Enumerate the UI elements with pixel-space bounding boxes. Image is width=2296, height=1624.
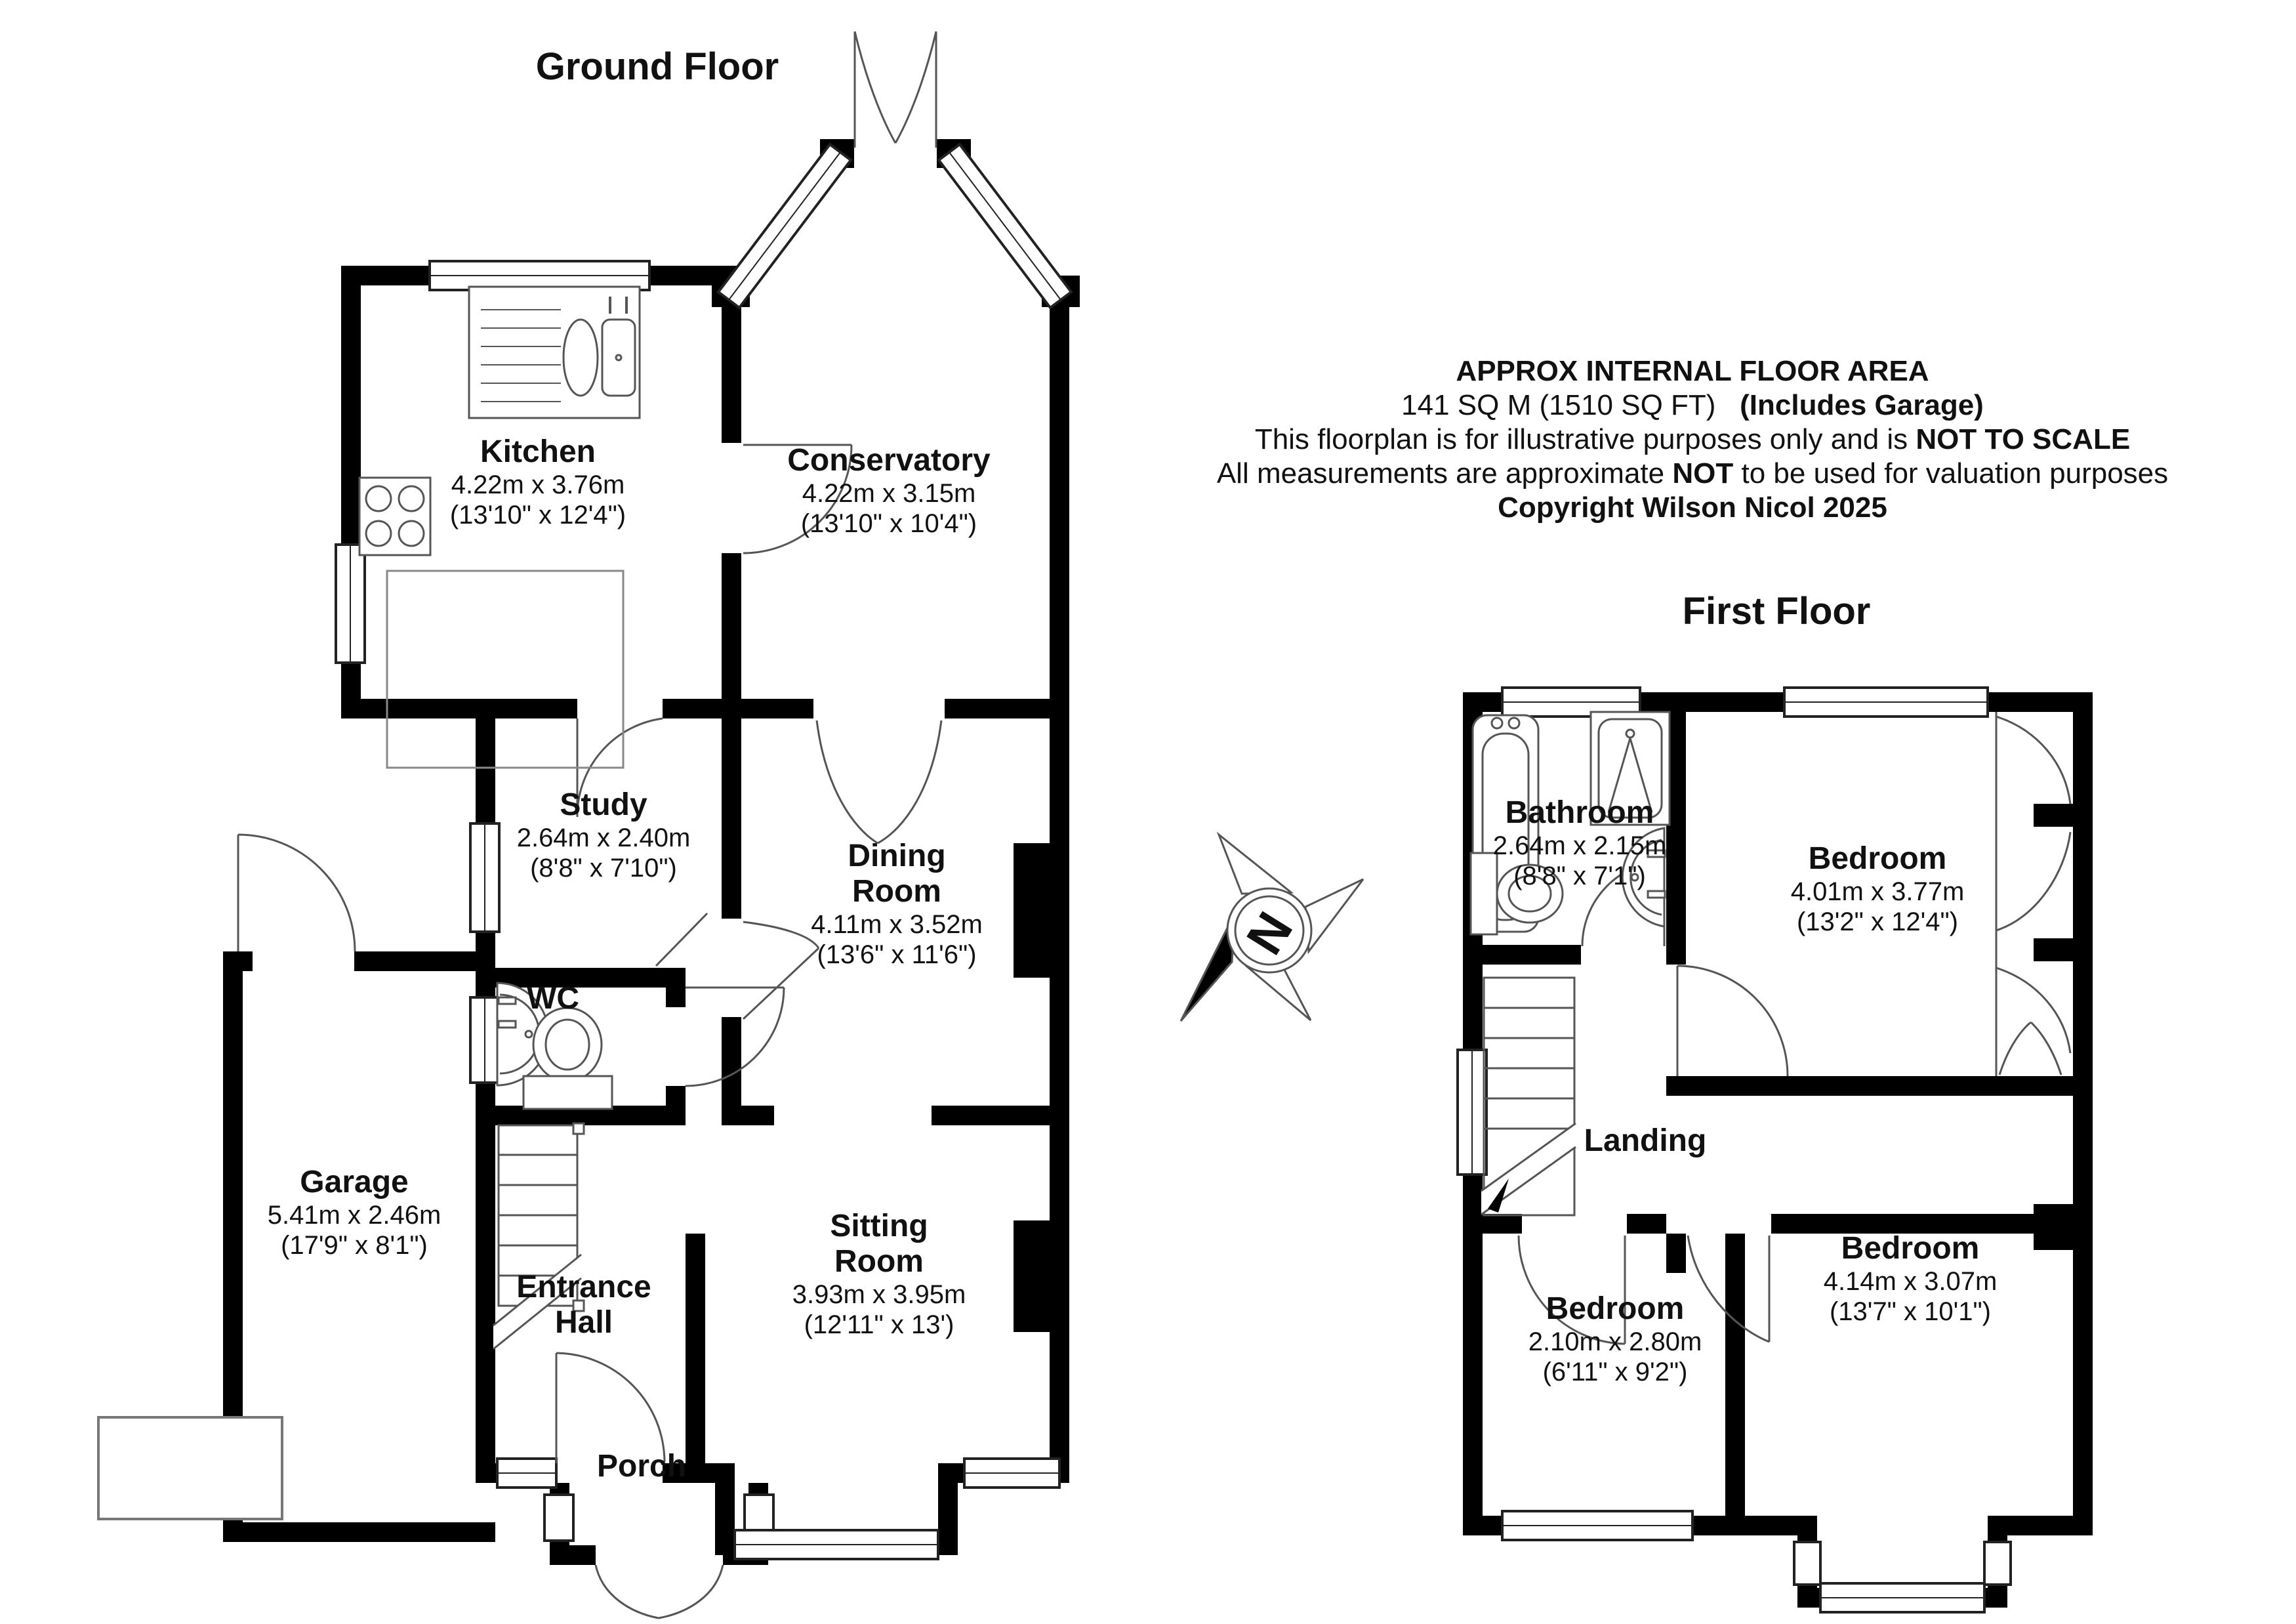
garage-door — [97, 1416, 283, 1520]
room-label-wc: WC — [527, 981, 579, 1016]
disclaimer-line-3: This floorplan is for illustrative purpo… — [1254, 423, 2131, 455]
kitchen-table — [386, 570, 625, 769]
room-label-bedroom-main: Bedroom 4.01m x 3.77m (13'2" x 12'4") — [1790, 841, 1965, 936]
wc-toilet — [522, 1007, 613, 1110]
room-label-dining: Dining Room 4.11m x 3.52m (13'6" x 11'6"… — [811, 839, 983, 969]
room-label-bedroom-small: Bedroom 2.10m x 2.80m (6'11" x 9'2") — [1528, 1291, 1702, 1386]
room-label-study: Study 2.64m x 2.40m (8'8" x 7'10") — [516, 787, 691, 883]
first-floor-title: First Floor — [1682, 590, 1871, 633]
room-label-entrance-hall: Entrance Hall — [516, 1270, 651, 1340]
includes-garage-note: (Includes Garage) — [1740, 389, 1984, 421]
bathroom-toilet — [1469, 852, 1564, 936]
floor-area-value: 141 SQ M (1510 SQ FT) — [1401, 389, 1716, 421]
copyright-line: Copyright Wilson Nicol 2025 — [1498, 491, 1887, 524]
first-floor-walls — [1463, 692, 2093, 1608]
first-floor-doors — [1517, 712, 2072, 1345]
room-label-bedroom-rear: Bedroom 4.14m x 3.07m (13'7" x 10'1") — [1823, 1231, 1998, 1326]
ground-floor-windows — [335, 260, 1061, 1560]
bathroom-sink — [1621, 827, 1666, 928]
room-label-porch: Porch — [596, 1449, 687, 1484]
disclaimer-line-2: 141 SQ M (1510 SQ FT) (Includes Garage) — [1187, 388, 2198, 423]
room-label-conservatory: Conservatory 4.22m x 3.15m (13'10" x 10'… — [787, 443, 991, 538]
room-label-bathroom: Bathroom 2.64m x 2.15m (8'8" x 7'1") — [1492, 795, 1667, 890]
room-label-kitchen: Kitchen 4.22m x 3.76m (13'10" x 12'4") — [449, 434, 626, 530]
hall-stairs — [493, 1122, 585, 1350]
kitchen-sink-unit — [468, 285, 641, 419]
bathroom-shower — [1589, 711, 1671, 826]
conservatory-bay-windows — [716, 142, 1073, 310]
ground-floor-title: Ground Floor — [535, 45, 779, 88]
landing-stairs — [1481, 976, 1576, 1217]
disclaimer-line-1: APPROX INTERNAL FLOOR AREA — [1456, 355, 1929, 387]
disclaimer-block: APPROX INTERNAL FLOOR AREA 141 SQ M (151… — [1187, 354, 2198, 525]
ground-floor-doors — [237, 31, 943, 1619]
kitchen-hob — [358, 476, 432, 556]
disclaimer-line-4: All measurements are approximate NOT to … — [1216, 457, 2169, 489]
room-label-sitting: Sitting Room 3.93m x 3.95m (12'11" x 13'… — [792, 1209, 966, 1339]
room-label-landing: Landing — [1584, 1123, 1707, 1158]
room-label-garage: Garage 5.41m x 2.46m (17'9" x 8'1") — [267, 1165, 441, 1260]
first-floor-windows — [1456, 686, 2012, 1614]
compass-icon: N — [1179, 831, 1364, 1022]
